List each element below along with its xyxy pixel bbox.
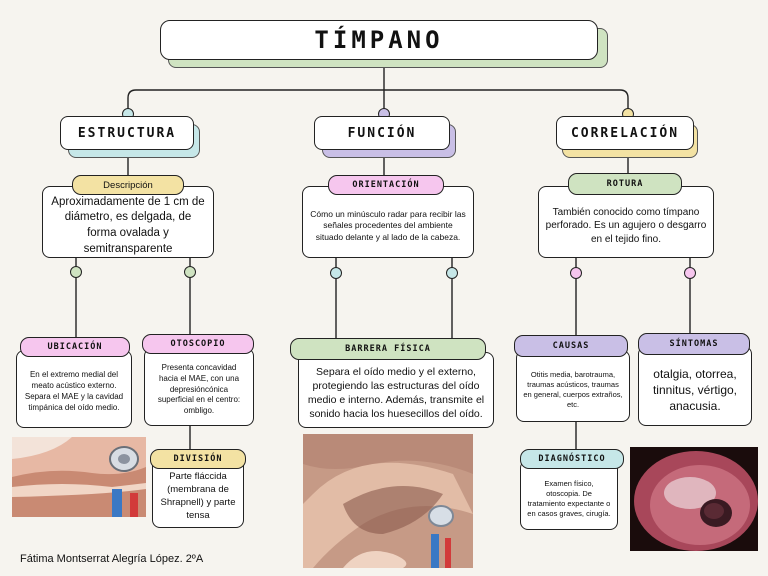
connector-dot — [446, 267, 458, 279]
diagnostico-box: Examen físico, otoscopia. De tratamiento… — [520, 460, 618, 530]
descripcion-box: Aproximadamente de 1 cm de diámetro, es … — [42, 186, 214, 258]
author-credit: Fátima Montserrat Alegría López. 2ºA — [20, 553, 204, 565]
perforated-eardrum-image — [630, 447, 758, 551]
connector-dot — [570, 267, 582, 279]
connector-dot — [184, 266, 196, 278]
ear-anatomy-image — [12, 437, 146, 517]
connector-dot — [330, 267, 342, 279]
descripcion-label: Descripción — [72, 175, 184, 195]
otoscopio-label: OTOSCOPIO — [142, 334, 254, 354]
diagnostico-label: DIAGNÓSTICO — [520, 449, 624, 469]
rotura-label: ROTURA — [568, 173, 682, 195]
orientacion-label: ORIENTACIÓN — [328, 175, 444, 195]
division-label: DIVISIÓN — [150, 449, 246, 469]
connector-dot — [684, 267, 696, 279]
sintomas-label: SÍNTOMAS — [638, 333, 750, 355]
barrera-box: Separa el oído medio y el externo, prote… — [298, 352, 494, 428]
connector-dot — [70, 266, 82, 278]
branch-funcion: FUNCIÓN — [314, 116, 450, 150]
otoscopio-box: Presenta concavidad hacia el MAE, con un… — [144, 348, 254, 426]
causas-box: Otitis media, barotrauma, traumas acústi… — [516, 350, 630, 422]
branch-estructura: ESTRUCTURA — [60, 116, 194, 150]
rotura-box: También conocido como tímpano perforado.… — [538, 186, 714, 258]
barrera-label: BARRERA FÍSICA — [290, 338, 486, 360]
branch-correlacion: CORRELACIÓN — [556, 116, 694, 150]
ear-canal-image — [303, 434, 473, 568]
page-title: TÍMPANO — [160, 20, 598, 60]
ubicacion-label: UBICACIÓN — [20, 337, 130, 357]
division-box: Parte fláccida (membrana de Shrapnell) y… — [152, 458, 244, 528]
ubicacion-box: En el extremo medial del meato acústico … — [16, 350, 132, 428]
orientacion-box: Cómo un minúsculo radar para recibir las… — [302, 186, 474, 258]
causas-label: CAUSAS — [514, 335, 628, 357]
sintomas-box: otalgia, otorrea, tinnitus, vértigo, ana… — [638, 346, 752, 426]
